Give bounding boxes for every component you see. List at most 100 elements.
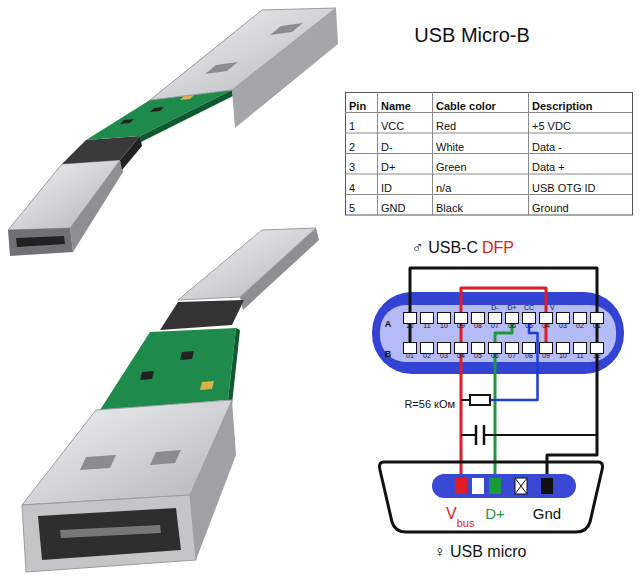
connector-title: ♀ USB micro [434,543,527,561]
label-anchor: 12 [593,344,601,362]
label-anchor: USB OTG ID [532,178,596,196]
pin-pad [438,343,451,354]
usb-micro-connector [489,478,501,494]
wire [410,268,597,478]
adapter-photo [8,228,73,256]
wire [490,324,538,401]
pin-pad [404,343,417,354]
pin-number: 06 [508,322,516,330]
label-anchor: 04 [457,344,465,362]
adapter-photo [270,23,303,35]
label-anchor: 03 [559,314,567,332]
table-grid [345,133,632,134]
label-anchor: Red [436,116,456,134]
row-letter: B [385,349,392,359]
adapter-photo [180,351,194,360]
label-anchor: B [385,343,392,361]
label-anchor: D- [491,296,498,314]
label-anchor: 04 [542,314,550,332]
label-anchor: 02 [423,344,431,362]
label-anchor: 2 [349,137,355,155]
wire [461,434,476,436]
label-anchor: 01 [593,314,601,332]
usb-micro-connector [380,462,603,532]
adapter-photo [200,381,214,390]
capacitor-symbol [483,425,486,445]
usb-micro-connector [455,478,467,494]
pin-pad [506,343,519,354]
capacitor-symbol [475,425,478,445]
table-grid [345,194,632,195]
table-title: USB Micro-B [414,24,530,47]
pin-number: 02 [423,352,431,360]
adapter-photo [38,508,181,560]
table-cell: Data + [532,161,565,174]
table-cell: 4 [349,182,355,195]
table-cell: 2 [349,141,355,154]
label-anchor: D+ [507,296,516,314]
label-anchor: 11 [423,314,430,332]
pin-pad [591,343,604,354]
label-anchor: Pin [349,96,366,114]
table-cell: D- [381,141,393,154]
pin-number: 03 [559,322,567,330]
label-anchor: 09 [457,314,465,332]
label-anchor: 10 [440,314,448,332]
label-anchor: 5 [349,198,355,216]
table-cell: 1 [349,120,355,133]
pin-number: 10 [559,352,567,360]
table-header: Cable color [436,100,496,113]
pin-number: 02 [576,322,584,330]
pin-number: 08 [474,322,482,330]
label-anchor: GND [381,198,405,216]
adapter-photo [100,328,236,410]
label-anchor: V [550,296,555,314]
resistor-symbol [470,395,490,405]
wire [484,434,597,436]
pin-pad [523,343,536,354]
pin-pad [438,313,451,324]
pin-number: 04 [542,322,550,330]
usb-micro-connector [515,478,527,494]
label-anchor: Cable color [436,96,496,114]
capacitor-symbol [476,425,484,445]
table-grid [346,93,633,216]
label-anchor: A [385,313,392,331]
pin-label: bus [457,517,475,530]
usb-micro-connector [380,462,603,532]
label-anchor: bus [457,513,475,531]
pin-pad [557,343,570,354]
label-anchor: USB Micro-B [414,24,530,47]
pin-name: V [550,304,555,312]
usb-micro-connector [541,478,553,494]
label-anchor: 3 [349,157,355,175]
table-grid [432,92,433,215]
label-anchor: VCC [381,116,404,134]
usb-micro-connector [515,478,527,494]
pin-pad [540,343,553,354]
pin-pad [591,313,604,324]
label-anchor: 01 [406,344,414,362]
table-cell: Black [436,202,463,215]
connector-title: ♂ USB-C [412,239,478,257]
adapter-photo [178,228,316,300]
adapter-photo [22,400,232,505]
resistor-symbol [470,395,490,405]
label-anchor: 02 [576,314,584,332]
pin-pad [489,343,502,354]
pin-pad [421,343,434,354]
table-cell: VCC [381,120,404,133]
label-anchor: ♀ USB micro [434,543,527,561]
label-anchor: D+ [485,505,505,523]
pin-pad [540,313,553,324]
label-anchor: 08 [474,314,482,332]
table-grid [345,92,633,215]
pin-number: 08 [525,352,533,360]
wire [460,354,463,479]
label-anchor: Ground [532,198,569,216]
wire [494,354,497,479]
label-anchor: R=56 кОм [404,394,455,412]
pin-label: Gnd [533,505,561,522]
label-anchor: DFP [482,239,514,257]
label-anchor: 08 [525,344,533,362]
